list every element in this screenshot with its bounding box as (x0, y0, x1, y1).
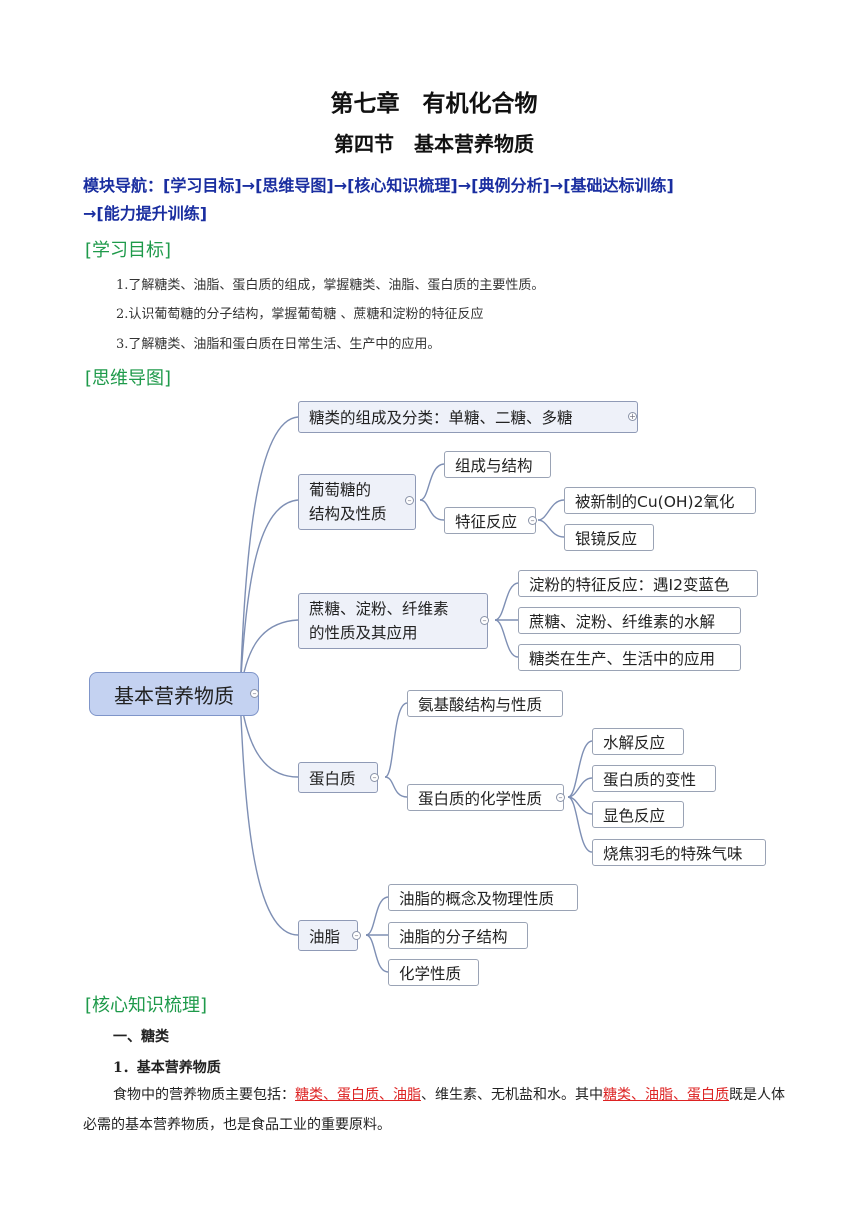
paragraph-nutrients: 食物中的营养物质主要包括：糖类、蛋白质、油脂、维生素、无机盐和水。其中糖类、油脂… (83, 1080, 793, 1140)
node-polysaccharides[interactable]: 蔗糖、淀粉、纤维素的性质及其应用 (298, 593, 488, 649)
collapse-toggle-icon[interactable]: – (370, 773, 379, 782)
node-fat-chemistry[interactable]: 化学性质 (388, 959, 479, 986)
node-label: 糖类的组成及分类：单糖、二糖、多糖 (309, 409, 573, 427)
nav-item-goals[interactable]: [学习目标] (163, 176, 242, 195)
node-label: 油脂 (309, 927, 341, 946)
node-label: 油脂的分子结构 (399, 927, 508, 946)
node-label: 水解反应 (603, 733, 666, 752)
nav-arrow: → (333, 176, 348, 195)
nav-item-core[interactable]: [核心知识梳理] (347, 176, 458, 195)
node-fat-structure[interactable]: 油脂的分子结构 (388, 922, 528, 949)
node-burnt-feather[interactable]: 烧焦羽毛的特殊气味 (592, 839, 766, 866)
node-amino-acid[interactable]: 氨基酸结构与性质 (407, 690, 563, 717)
node-glucose[interactable]: 葡萄糖的结构及性质 (298, 474, 416, 530)
nav-item-advanced-training[interactable]: [能力提升训练] (96, 204, 208, 223)
node-label: 淀粉的特征反应：遇I2变蓝色 (529, 575, 730, 594)
section-heading-goals: [学习目标] (85, 240, 172, 261)
node-fats[interactable]: 油脂 (298, 920, 358, 951)
node-glucose-structure[interactable]: 组成与结构 (444, 451, 551, 478)
node-label: 烧焦羽毛的特殊气味 (603, 844, 743, 863)
goal-item: 3.了解糖类、油脂和蛋白质在日常生活、生产中的应用。 (116, 337, 441, 352)
node-label: 的性质及其应用 (309, 624, 418, 642)
node-protein[interactable]: 蛋白质 (298, 762, 378, 793)
node-label: 组成与结构 (455, 456, 533, 475)
section-heading-core: [核心知识梳理] (85, 995, 208, 1016)
nav-prefix: 模块导航： (83, 176, 164, 195)
node-denaturation[interactable]: 蛋白质的变性 (592, 765, 716, 792)
node-label: 蔗糖、淀粉、纤维素的水解 (529, 612, 716, 631)
nav-item-mindmap[interactable]: [思维导图] (255, 176, 334, 195)
nav-item-basic-training[interactable]: [基础达标训练] (563, 176, 674, 195)
text: 、维生素、无机盐和水。其中 (421, 1087, 603, 1103)
section-heading-mindmap: [思维导图] (85, 368, 172, 389)
text: 既是人体必需的基本营养物质，也是食品工业的重要原料。 (83, 1087, 785, 1133)
nav-item-examples[interactable]: [典例分析] (471, 176, 550, 195)
collapse-toggle-icon[interactable]: – (480, 616, 489, 625)
collapse-toggle-icon[interactable]: – (352, 931, 361, 940)
node-label: 被新制的Cu(OH)2氧化 (575, 492, 735, 511)
node-label: 结构及性质 (309, 505, 387, 523)
node-label: 蛋白质的化学性质 (418, 789, 543, 808)
node-cuoh2-oxidation[interactable]: 被新制的Cu(OH)2氧化 (564, 487, 756, 514)
node-label: 葡萄糖的 (309, 481, 372, 499)
node-label: 糖类在生产、生活中的应用 (529, 649, 716, 668)
nav-arrow: → (549, 176, 564, 195)
goal-item: 1.了解糖类、油脂、蛋白质的组成，掌握糖类、油脂、蛋白质的主要性质。 (116, 278, 545, 293)
node-silver-mirror[interactable]: 银镜反应 (564, 524, 654, 551)
node-label: 油脂的概念及物理性质 (399, 889, 555, 908)
collapse-toggle-icon[interactable]: – (405, 496, 414, 505)
chapter-title: 第七章 有机化合物 (330, 90, 538, 117)
node-label: 银镜反应 (575, 529, 638, 548)
text: 食物中的营养物质主要包括： (113, 1087, 295, 1103)
root-label: 基本营养物质 (114, 683, 234, 708)
goal-item: 2.认识葡萄糖的分子结构，掌握葡萄糖 、蔗糖和淀粉的特征反应 (116, 307, 484, 322)
nav-arrow: → (83, 204, 97, 223)
collapse-toggle-icon[interactable]: – (556, 793, 565, 802)
node-label: 蛋白质 (309, 769, 356, 788)
node-protein-hydrolysis[interactable]: 水解反应 (592, 728, 684, 755)
node-starch-reaction[interactable]: 淀粉的特征反应：遇I2变蓝色 (518, 570, 758, 597)
mindmap-root-node[interactable]: 基本营养物质 (89, 672, 259, 716)
collapse-toggle-icon[interactable]: – (528, 516, 537, 525)
node-label: 氨基酸结构与性质 (418, 695, 543, 714)
collapse-toggle-icon[interactable]: – (250, 689, 259, 698)
node-sugar-classification[interactable]: 糖类的组成及分类：单糖、二糖、多糖 (298, 401, 638, 433)
node-glucose-reaction[interactable]: 特征反应 (444, 507, 536, 534)
subheading-sugars: 一、糖类 (113, 1029, 169, 1045)
answer-blank: 糖类、蛋白质、油脂 (295, 1087, 421, 1103)
node-label: 蔗糖、淀粉、纤维素 (309, 600, 449, 618)
node-hydrolysis[interactable]: 蔗糖、淀粉、纤维素的水解 (518, 607, 741, 634)
answer-blank: 糖类、油脂、蛋白质 (603, 1087, 729, 1103)
node-label: 蛋白质的变性 (603, 770, 697, 789)
nav-arrow: → (241, 176, 256, 195)
node-label: 化学性质 (399, 964, 462, 983)
nav-arrow: → (457, 176, 472, 195)
node-color-reaction[interactable]: 显色反应 (592, 801, 684, 828)
node-fat-concept[interactable]: 油脂的概念及物理性质 (388, 884, 578, 911)
expand-toggle-icon[interactable]: + (628, 412, 637, 421)
subheading-basic-nutrients: 1．基本营养物质 (113, 1060, 221, 1076)
module-navigation: 模块导航：[学习目标]→[思维导图]→[核心知识梳理]→[典例分析]→[基础达标… (83, 172, 803, 228)
node-sugar-applications[interactable]: 糖类在生产、生活中的应用 (518, 644, 741, 671)
node-protein-chemistry[interactable]: 蛋白质的化学性质 (407, 784, 564, 811)
node-label: 特征反应 (455, 512, 518, 531)
node-label: 显色反应 (603, 806, 666, 825)
section-title: 第四节 基本营养物质 (334, 132, 534, 156)
